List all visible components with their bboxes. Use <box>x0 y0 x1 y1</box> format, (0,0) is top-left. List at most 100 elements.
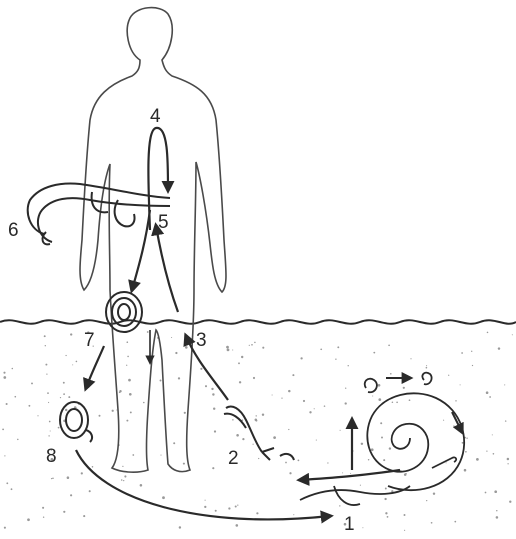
speckle-dot <box>262 347 264 349</box>
speckle-dot <box>3 376 6 379</box>
speckle-dot <box>92 466 94 468</box>
speckle-dot <box>212 467 214 469</box>
stage-label-7: 7 <box>84 330 95 351</box>
speckle-dot <box>179 526 181 528</box>
speckle-dot <box>327 462 328 463</box>
speckle-dot <box>337 346 339 348</box>
speckle-dot <box>132 454 134 456</box>
speckle-dot <box>373 352 375 354</box>
speckle-dot <box>507 463 508 464</box>
speckle-dot <box>239 381 241 383</box>
speckle-dot <box>205 385 207 387</box>
speckle-dot <box>383 459 385 461</box>
speckle-dot <box>11 488 13 490</box>
speckle-dot <box>272 394 273 395</box>
speckle-dot <box>160 455 161 456</box>
speckle-dot <box>433 492 435 494</box>
speckle-dot <box>381 437 383 439</box>
speckle-dot <box>48 435 49 436</box>
speckle-dot <box>453 425 454 426</box>
speckle-dot <box>70 494 72 496</box>
speckle-dot <box>45 345 46 346</box>
snail-spiral <box>352 373 464 490</box>
stage-label-2: 2 <box>228 448 239 469</box>
speckle-dot <box>4 455 5 456</box>
speckle-dot <box>392 401 394 403</box>
speckle-dot <box>505 420 506 421</box>
speckle-dot <box>175 352 177 354</box>
speckle-dot <box>249 345 250 346</box>
speckle-dot <box>486 391 489 394</box>
speckle-dot <box>281 397 282 398</box>
speckle-dot <box>316 440 317 441</box>
speckle-dot <box>385 512 387 514</box>
speckle-dot <box>254 342 256 344</box>
speckle-dot <box>123 480 124 481</box>
stage-label-5: 5 <box>158 212 169 233</box>
speckle-dot <box>130 411 132 413</box>
speckle-dot <box>51 478 52 479</box>
speckle-dot <box>504 384 505 385</box>
speckle-dot <box>293 514 294 515</box>
speckle-dot <box>65 355 66 356</box>
speckle-dot <box>388 344 390 346</box>
speckle-dot <box>289 472 291 474</box>
speckle-dot <box>238 362 240 364</box>
speckle-dot <box>464 469 467 472</box>
speckle-dot <box>204 506 206 508</box>
speckle-dot <box>63 382 65 384</box>
speckle-dot <box>486 450 487 451</box>
speckle-dot <box>147 331 149 333</box>
speckle-dot <box>368 459 369 460</box>
speckle-dot <box>76 361 78 363</box>
speckle-dot <box>116 409 117 410</box>
speckle-dot <box>256 415 257 416</box>
speckle-dot <box>404 514 406 516</box>
speckle-dot <box>403 387 405 389</box>
speckle-dot <box>340 430 341 431</box>
stage-label-4: 4 <box>150 106 161 127</box>
speckle-dot <box>371 448 374 451</box>
speckle-dot <box>232 349 233 350</box>
speckle-dot <box>4 527 6 529</box>
egg-release-arrow <box>86 346 104 388</box>
speckle-dot <box>17 439 19 441</box>
speckle-dot <box>214 430 216 432</box>
stage-label-1: 1 <box>344 514 355 535</box>
speckle-dot <box>303 400 305 402</box>
speckle-dot <box>127 356 129 358</box>
speckle-dot <box>236 524 239 527</box>
speckle-dot <box>241 356 243 358</box>
speckle-dot <box>455 400 456 401</box>
speckle-dot <box>255 420 257 422</box>
speckle-dot <box>446 462 447 463</box>
speckle-dot <box>212 393 214 395</box>
speckle-dot <box>81 472 83 474</box>
speckle-dot <box>378 398 381 401</box>
speckle-dot <box>253 377 255 379</box>
speckle-dot <box>273 436 276 439</box>
speckle-dot <box>390 373 392 375</box>
speckle-dot <box>99 415 101 417</box>
speckle-dot <box>396 401 398 403</box>
speckle-dot <box>43 516 44 517</box>
speckle-dot <box>52 478 54 480</box>
speckle-dot <box>426 500 427 501</box>
speckle-dot <box>426 365 427 366</box>
cercaria-exit-arrow <box>300 470 400 480</box>
speckle-dot <box>342 472 343 473</box>
speckle-dot <box>471 351 472 352</box>
speckle-dot <box>466 437 467 438</box>
speckle-dot <box>140 484 143 487</box>
speckle-dot <box>119 391 121 393</box>
speckle-dot <box>345 388 346 389</box>
speckle-dot <box>378 384 381 387</box>
speckle-dot <box>498 347 500 349</box>
speckle-dot <box>211 388 213 390</box>
speckle-dot <box>44 335 46 337</box>
speckle-dot <box>183 463 185 465</box>
speckle-dot <box>454 521 456 523</box>
speckle-dot <box>227 349 230 352</box>
speckle-dot <box>37 415 38 416</box>
speckle-dot <box>215 510 217 512</box>
